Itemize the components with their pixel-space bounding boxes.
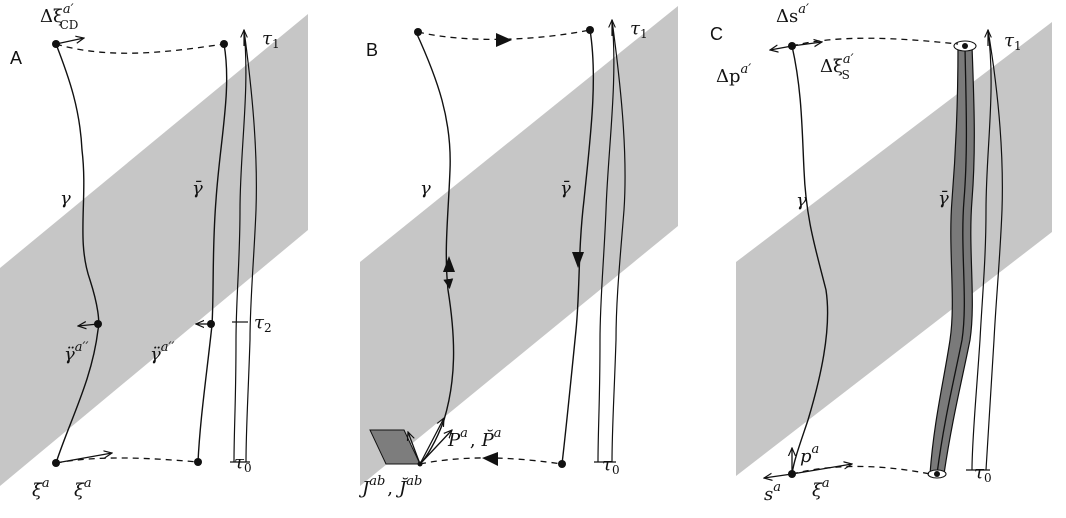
label-gamma-bar-a: γ̄ <box>192 178 203 199</box>
bottom-dashed-b <box>419 457 563 465</box>
bottom-dashed-c <box>791 465 931 475</box>
label-s-a: sa <box>764 480 781 505</box>
panel-a: A Δξa′CD γ γ̄ τ1 τ2 τ0 γ̈ <box>0 2 308 501</box>
top-dashed-c <box>791 37 959 47</box>
top-dashed-a <box>55 43 225 54</box>
label-delta-xi-s: Δξa′S <box>820 52 854 82</box>
tau-axis-c <box>971 29 992 471</box>
label-gamma-bar-b: γ̄ <box>560 178 571 199</box>
label-tau0-c: τ0 <box>974 462 992 485</box>
label-delta-s: Δsa′ <box>776 2 809 27</box>
label-tau1-a: τ1 <box>262 28 280 51</box>
shaded-band-b <box>360 6 678 486</box>
label-delta-xi-cd: Δξa′CD <box>40 2 78 32</box>
label-gamma-bar-c: γ̄ <box>938 188 949 209</box>
worldline-gamma-c <box>791 45 829 475</box>
label-gamma-ddot-right: γ̈a′′ <box>150 340 174 365</box>
panel-letter-a: A <box>10 48 22 68</box>
label-gamma-c: γ <box>796 190 807 211</box>
worldline-gamma-bar-c <box>936 47 968 475</box>
label-tau2-a: τ2 <box>254 312 272 335</box>
shaded-band-c <box>736 22 1052 476</box>
label-xi-a: ξa <box>74 476 92 501</box>
label-xi-dot: ξ̇a <box>32 476 50 501</box>
worldline-gamma-a <box>55 43 100 464</box>
label-gamma-b: γ <box>420 178 431 199</box>
tau-axis-b <box>597 19 615 463</box>
label-momentum: Pa,P̆a <box>447 426 502 451</box>
panel-c: C Δsa′ Δpa′ Δξa′S γ γ̄ τ1 <box>710 2 1052 505</box>
worldline-gamma-bar-a <box>197 43 228 463</box>
label-gamma-ddot-left: γ̈a′′ <box>64 340 88 365</box>
top-dashed-b <box>417 29 591 41</box>
label-spin: Jab,J̆ab <box>358 474 422 499</box>
label-tau0-b: τ0 <box>602 454 620 477</box>
panel-letter-c: C <box>710 24 723 44</box>
label-xi-c: ξa <box>812 476 830 501</box>
label-tau0-a: τ0 <box>234 452 252 475</box>
label-tau1-c: τ1 <box>1004 30 1022 53</box>
panel-b: B γ γ̄ τ1 τ0 Pa,P̆a <box>358 6 678 499</box>
label-tau1-b: τ1 <box>630 18 648 41</box>
panel-letter-b: B <box>366 40 378 60</box>
label-delta-p: Δpa′ <box>716 62 751 87</box>
label-gamma-a: γ <box>60 188 71 209</box>
label-p-a: pa <box>800 442 819 467</box>
tau-axis-a <box>233 29 247 463</box>
shaded-band-a <box>0 14 308 486</box>
